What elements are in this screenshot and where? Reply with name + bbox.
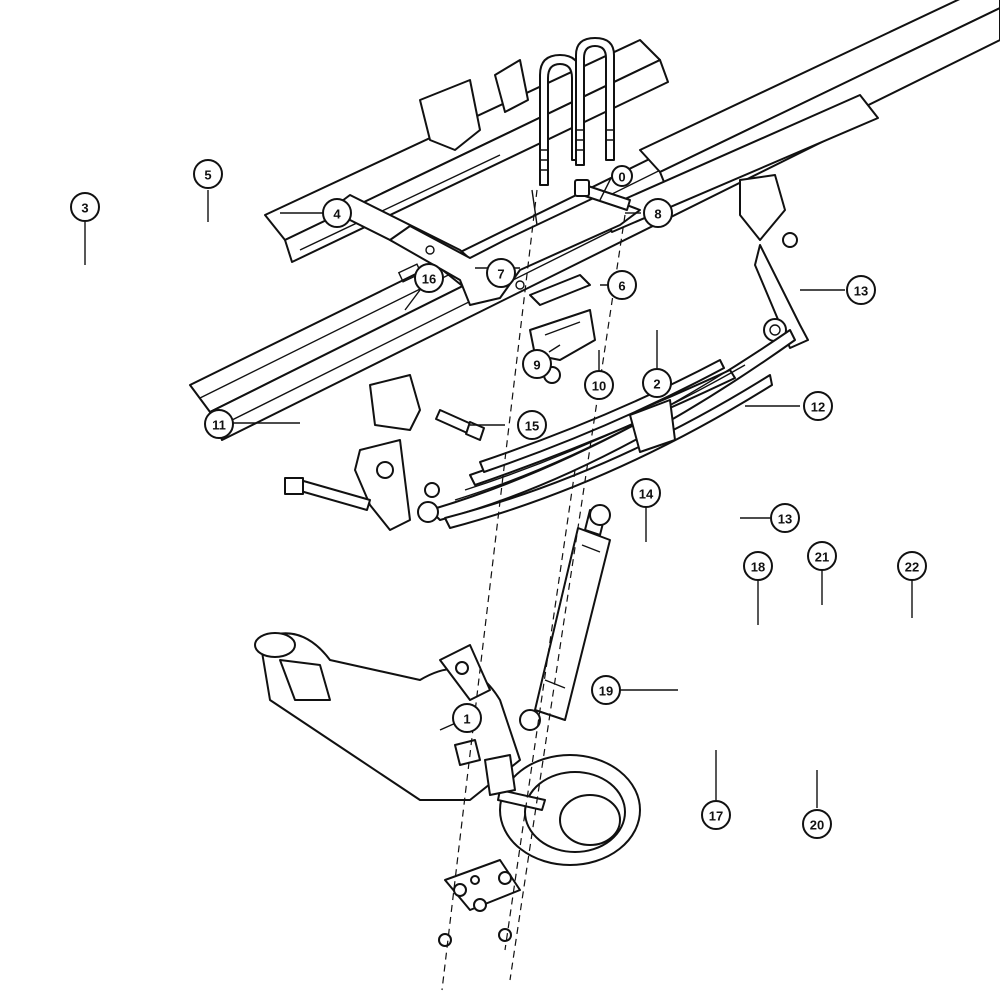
- callout-circle: [322, 198, 352, 228]
- callout-number: 17: [709, 809, 723, 824]
- callout-20: 20: [802, 809, 832, 839]
- callout-21: 21: [807, 541, 837, 571]
- callout-number: 10: [592, 379, 606, 394]
- callout-number: 13: [854, 284, 868, 299]
- spring-plate-lower: [438, 739, 521, 947]
- callout-number: 0: [618, 170, 625, 185]
- callout-2: 2: [642, 368, 672, 398]
- callout-11: 11: [204, 409, 234, 439]
- front-spring-hanger: [284, 374, 485, 531]
- callout-9: 9: [522, 349, 552, 379]
- axle-housing: [254, 632, 521, 801]
- callout-number: 22: [905, 560, 919, 575]
- callout-circle: [897, 551, 927, 581]
- callout-number: 12: [811, 400, 825, 415]
- callout-circle: [802, 809, 832, 839]
- callout-0: 0: [611, 165, 633, 187]
- callout-circle: [204, 409, 234, 439]
- callout-4: 4: [322, 198, 352, 228]
- callout-number: 4: [333, 207, 341, 222]
- callout-circle: [193, 159, 223, 189]
- callout-circle: [414, 263, 444, 293]
- callout-13: 13: [770, 503, 800, 533]
- callout-circle: [584, 370, 614, 400]
- callout-circle: [591, 675, 621, 705]
- shock-absorber: [519, 504, 611, 731]
- callout-number: 16: [422, 272, 436, 287]
- callout-19: 19: [591, 675, 621, 705]
- callout-18: 18: [743, 551, 773, 581]
- callout-22: 22: [897, 551, 927, 581]
- callout-16: 16: [414, 263, 444, 293]
- callout-number: 20: [810, 818, 824, 833]
- callout-circle: [611, 165, 633, 187]
- callout-10: 10: [584, 370, 614, 400]
- leaf-spring: [417, 329, 796, 529]
- frame-right-rail: [599, 0, 1000, 233]
- callout-number: 5: [204, 168, 211, 183]
- frame-bracket-upper-left: [419, 59, 529, 151]
- callout-3: 3: [70, 192, 100, 222]
- callout-number: 8: [654, 207, 661, 222]
- callout-circle: [770, 503, 800, 533]
- callout-number: 2: [653, 377, 660, 392]
- callout-8: 8: [643, 198, 673, 228]
- callout-circle: [642, 368, 672, 398]
- callout-circle: [517, 410, 547, 440]
- callout-number: 13: [778, 512, 792, 527]
- callout-6: 6: [607, 270, 637, 300]
- leader-lines: [84, 177, 913, 808]
- callout-circle: [701, 800, 731, 830]
- callout-14: 14: [631, 478, 661, 508]
- callout-circle: [70, 192, 100, 222]
- bolt-upper: [574, 179, 631, 211]
- callout-1: 1: [452, 703, 482, 733]
- brake-drum-hub: [497, 754, 641, 866]
- callout-number: 1: [463, 712, 470, 727]
- callout-number: 15: [525, 419, 539, 434]
- callout-number: 9: [533, 358, 540, 373]
- callout-7: 7: [486, 258, 516, 288]
- callout-circle: [807, 541, 837, 571]
- callout-circle: [522, 349, 552, 379]
- callout-number: 11: [212, 418, 226, 433]
- callout-circle: [846, 275, 876, 305]
- callout-17: 17: [701, 800, 731, 830]
- alignment-dashed-lines: [441, 189, 626, 991]
- callout-13: 13: [846, 275, 876, 305]
- u-bolts: [539, 37, 615, 186]
- callout-number: 14: [639, 487, 654, 502]
- callout-circle: [643, 198, 673, 228]
- callout-circle: [607, 270, 637, 300]
- callout-circle: [631, 478, 661, 508]
- callout-number: 21: [815, 550, 829, 565]
- callout-number: 6: [618, 279, 625, 294]
- callout-circle: [743, 551, 773, 581]
- callout-number: 3: [81, 201, 88, 216]
- callout-12: 12: [803, 391, 833, 421]
- callout-5: 5: [193, 159, 223, 189]
- callout-number: 7: [497, 267, 504, 282]
- callout-circle: [452, 703, 482, 733]
- callout-circle: [803, 391, 833, 421]
- callout-number: 19: [599, 684, 613, 699]
- spring-pad: [529, 274, 591, 306]
- frame-crossmember: [329, 194, 641, 306]
- callout-number: 18: [751, 560, 765, 575]
- shackle-hanger-right: [739, 174, 809, 349]
- callout-15: 15: [517, 410, 547, 440]
- callout-circle: [486, 258, 516, 288]
